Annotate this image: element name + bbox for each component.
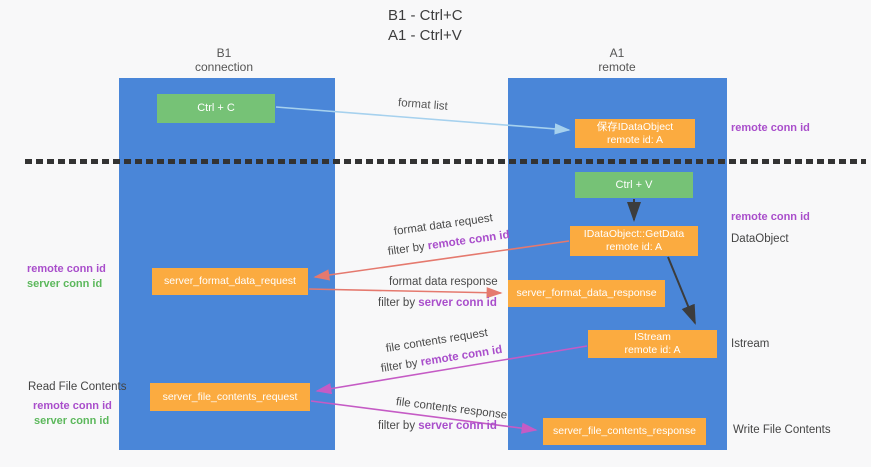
node-server-file-contents-request: server_file_contents_request bbox=[150, 383, 310, 411]
label-right-mid-remote-conn-id: remote conn id bbox=[731, 211, 810, 223]
label-format-response-filter-key: server conn id bbox=[418, 297, 497, 309]
label-format-response-filter: filter by server conn id bbox=[378, 297, 497, 309]
label-read-file-contents: Read File Contents bbox=[28, 381, 127, 393]
node-ctrl-v-label: Ctrl + V bbox=[615, 178, 653, 191]
node-ctrl-v: Ctrl + V bbox=[575, 172, 693, 198]
node-getdata-line1: IDataObject::GetData bbox=[583, 228, 685, 240]
lane-b1-role: connection bbox=[194, 60, 254, 74]
node-istream-line1: IStream bbox=[634, 331, 671, 343]
label-file-response-filter-prefix: filter by bbox=[378, 420, 419, 432]
label-format-list: format list bbox=[397, 97, 449, 113]
label-left-file-remote-conn-id: remote conn id bbox=[33, 400, 112, 412]
node-server-format-data-response: server_format_data_response bbox=[508, 280, 665, 307]
arrow-format-data-response bbox=[308, 287, 503, 299]
node-ctrl-c: Ctrl + C bbox=[157, 94, 275, 123]
node-format-response-label: server_format_data_response bbox=[516, 287, 657, 299]
label-format-data-response: format data response bbox=[389, 276, 498, 288]
label-istream: Istream bbox=[731, 338, 770, 350]
node-file-request-label: server_file_contents_request bbox=[162, 390, 298, 403]
label-file-request-filter-prefix: filter by bbox=[380, 356, 422, 375]
label-format-request-filter-key: remote conn id bbox=[427, 228, 511, 253]
node-store-idataobject-line1: 保存IDataObject bbox=[596, 120, 674, 133]
label-format-response-filter-prefix: filter by bbox=[378, 297, 419, 309]
node-getdata-line2: remote id: A bbox=[605, 241, 663, 253]
label-file-response-filter: filter by server conn id bbox=[378, 420, 497, 432]
label-dataobject: DataObject bbox=[731, 233, 789, 245]
title-line-2: A1 - Ctrl+V bbox=[388, 27, 462, 44]
node-istream-line2: remote id: A bbox=[624, 344, 681, 356]
node-store-idataobject: 保存IDataObject remote id: A bbox=[575, 119, 695, 148]
node-ctrl-c-label: Ctrl + C bbox=[197, 102, 235, 114]
label-left-format-remote-conn-id: remote conn id bbox=[27, 263, 106, 275]
label-format-request-filter-prefix: filter by bbox=[387, 240, 429, 258]
node-file-response-label: server_file_contents_response bbox=[552, 425, 696, 437]
label-write-file-contents: Write File Contents bbox=[733, 424, 831, 436]
label-left-format-server-conn-id: server conn id bbox=[27, 278, 103, 290]
node-store-idataobject-line2: remote id: A bbox=[606, 133, 664, 146]
node-istream: IStream remote id: A bbox=[588, 330, 717, 358]
diagram-title: B1 - Ctrl+C A1 - Ctrl+V bbox=[388, 6, 463, 46]
label-right-top-remote-conn-id: remote conn id bbox=[731, 122, 810, 134]
label-left-file-server-conn-id: server conn id bbox=[34, 415, 110, 427]
lane-header-b1: B1 connection bbox=[169, 46, 279, 74]
node-server-file-contents-response: server_file_contents_response bbox=[543, 418, 706, 445]
label-file-contents-response: file contents response bbox=[395, 396, 508, 422]
lane-a1-role: remote bbox=[598, 60, 636, 74]
title-line-1: B1 - Ctrl+C bbox=[388, 7, 463, 24]
node-format-request-label: server_format_data_request bbox=[164, 275, 296, 287]
lane-header-a1: A1 remote bbox=[562, 46, 672, 74]
lane-a1-name: A1 bbox=[609, 46, 625, 60]
phase-separator-dashed-line bbox=[25, 159, 866, 164]
node-idataobject-getdata: IDataObject::GetData remote id: A bbox=[570, 226, 698, 256]
lane-b1-name: B1 bbox=[216, 46, 232, 60]
node-server-format-data-request: server_format_data_request bbox=[152, 268, 308, 295]
label-file-response-filter-key: server conn id bbox=[418, 420, 497, 432]
